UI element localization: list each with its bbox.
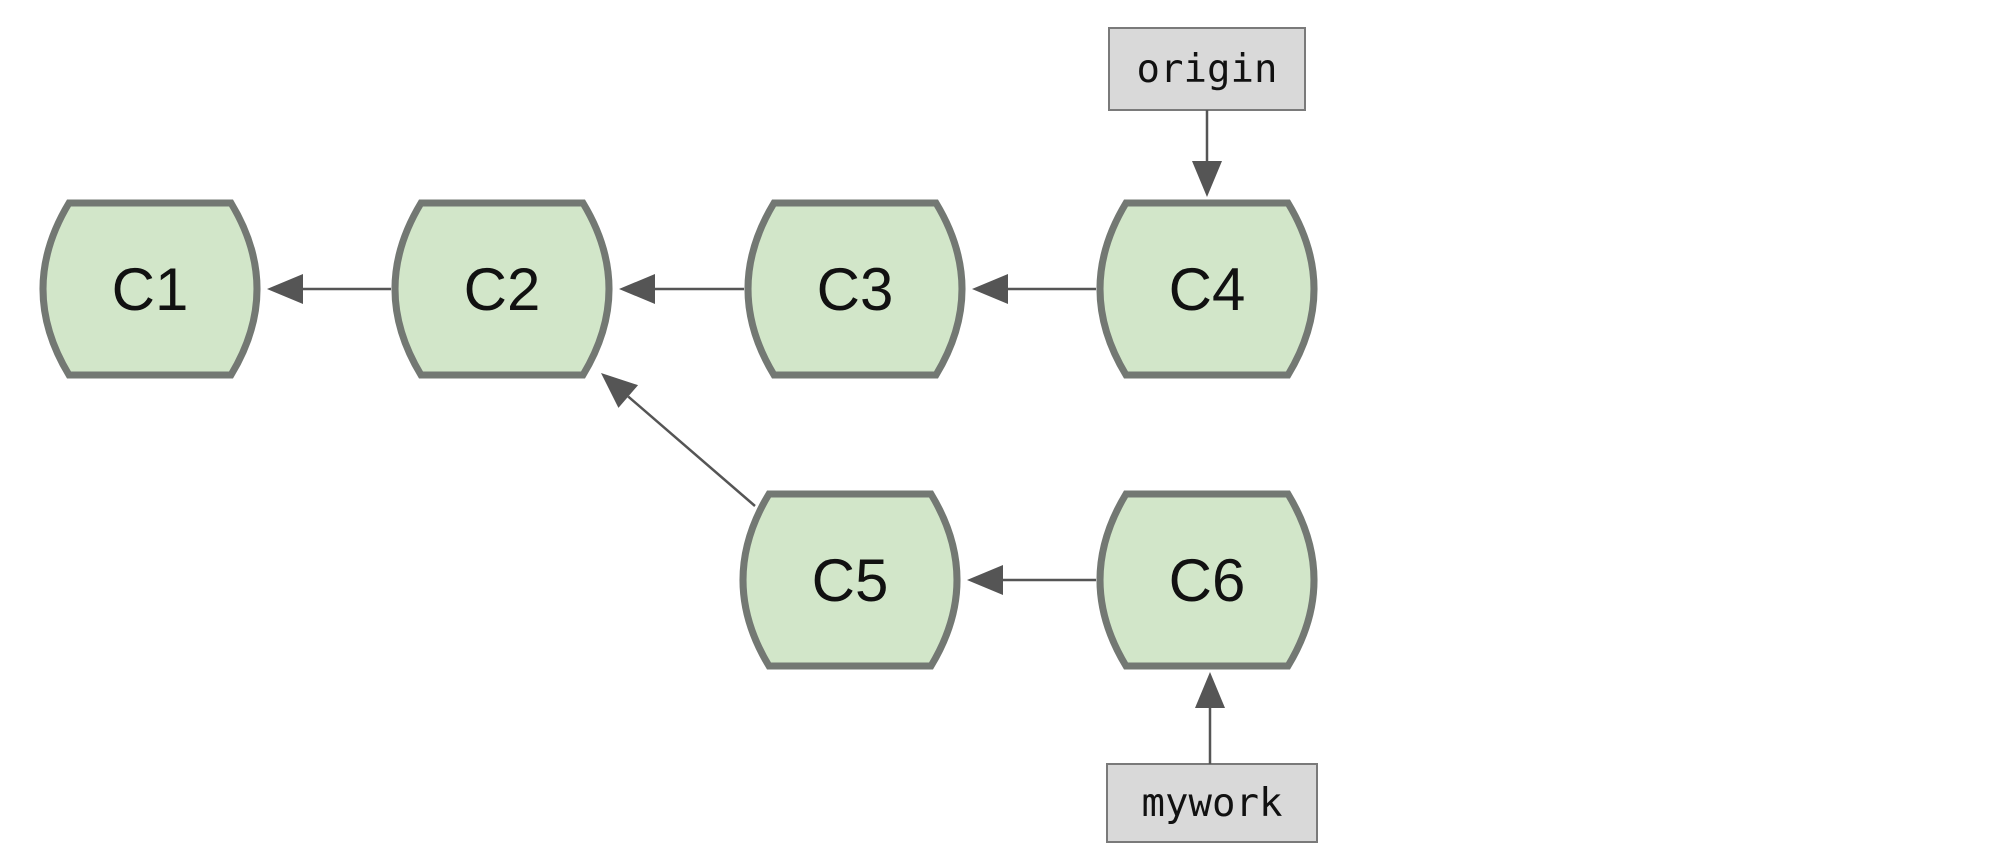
- commit-c3: C3: [744, 199, 966, 379]
- commit-node-shape: [739, 490, 961, 670]
- edge-c4-to-c3: [972, 274, 1096, 304]
- commit-node-shape: [391, 199, 613, 379]
- commit-node-shape: [1096, 199, 1318, 379]
- commit-node-shape: [39, 199, 261, 379]
- commit-label: C6: [1169, 547, 1246, 614]
- edges-layer: [267, 274, 1096, 595]
- commit-label: C5: [812, 547, 889, 614]
- ref-mywork-pointer-arrowhead: [1195, 672, 1225, 708]
- ref-label: origin: [1137, 47, 1278, 92]
- ref-origin: origin: [1108, 27, 1306, 111]
- ref-mywork: mywork: [1106, 763, 1318, 843]
- edge-c2-to-c1-arrowhead: [267, 274, 303, 304]
- refs-layer: origin mywork: [1106, 27, 1318, 843]
- ref-box: [1106, 763, 1318, 843]
- commit-c4: C4: [1096, 199, 1318, 379]
- commit-label: C4: [1169, 256, 1246, 323]
- ref-origin-pointer: [1192, 110, 1222, 197]
- commit-label: C3: [817, 256, 894, 323]
- commit-c5: C5: [739, 490, 961, 670]
- ref-origin-pointer-arrowhead: [1192, 161, 1222, 197]
- edge-c6-to-c5: [967, 565, 1096, 595]
- commit-c1: C1: [39, 199, 261, 379]
- edge-c5-to-c2-arrowhead: [601, 373, 639, 408]
- edge-c4-to-c3-arrowhead: [972, 274, 1008, 304]
- ref-box: [1108, 27, 1306, 111]
- commit-label: C1: [112, 256, 189, 323]
- ref-mywork-pointer: [1195, 672, 1225, 764]
- commit-node-shape: [1096, 490, 1318, 670]
- commit-c2: C2: [391, 199, 613, 379]
- edge-c5-to-c2: [601, 373, 756, 507]
- ref-label: mywork: [1142, 781, 1283, 826]
- commit-node-shape: [744, 199, 966, 379]
- commit-label: C2: [464, 256, 541, 323]
- edge-c2-to-c1: [267, 274, 391, 304]
- edge-c6-to-c5-arrowhead: [967, 565, 1003, 595]
- edge-c5-to-c2-line: [627, 395, 756, 507]
- edge-c3-to-c2: [619, 274, 744, 304]
- edge-c3-to-c2-arrowhead: [619, 274, 655, 304]
- commit-c6: C6: [1096, 490, 1318, 670]
